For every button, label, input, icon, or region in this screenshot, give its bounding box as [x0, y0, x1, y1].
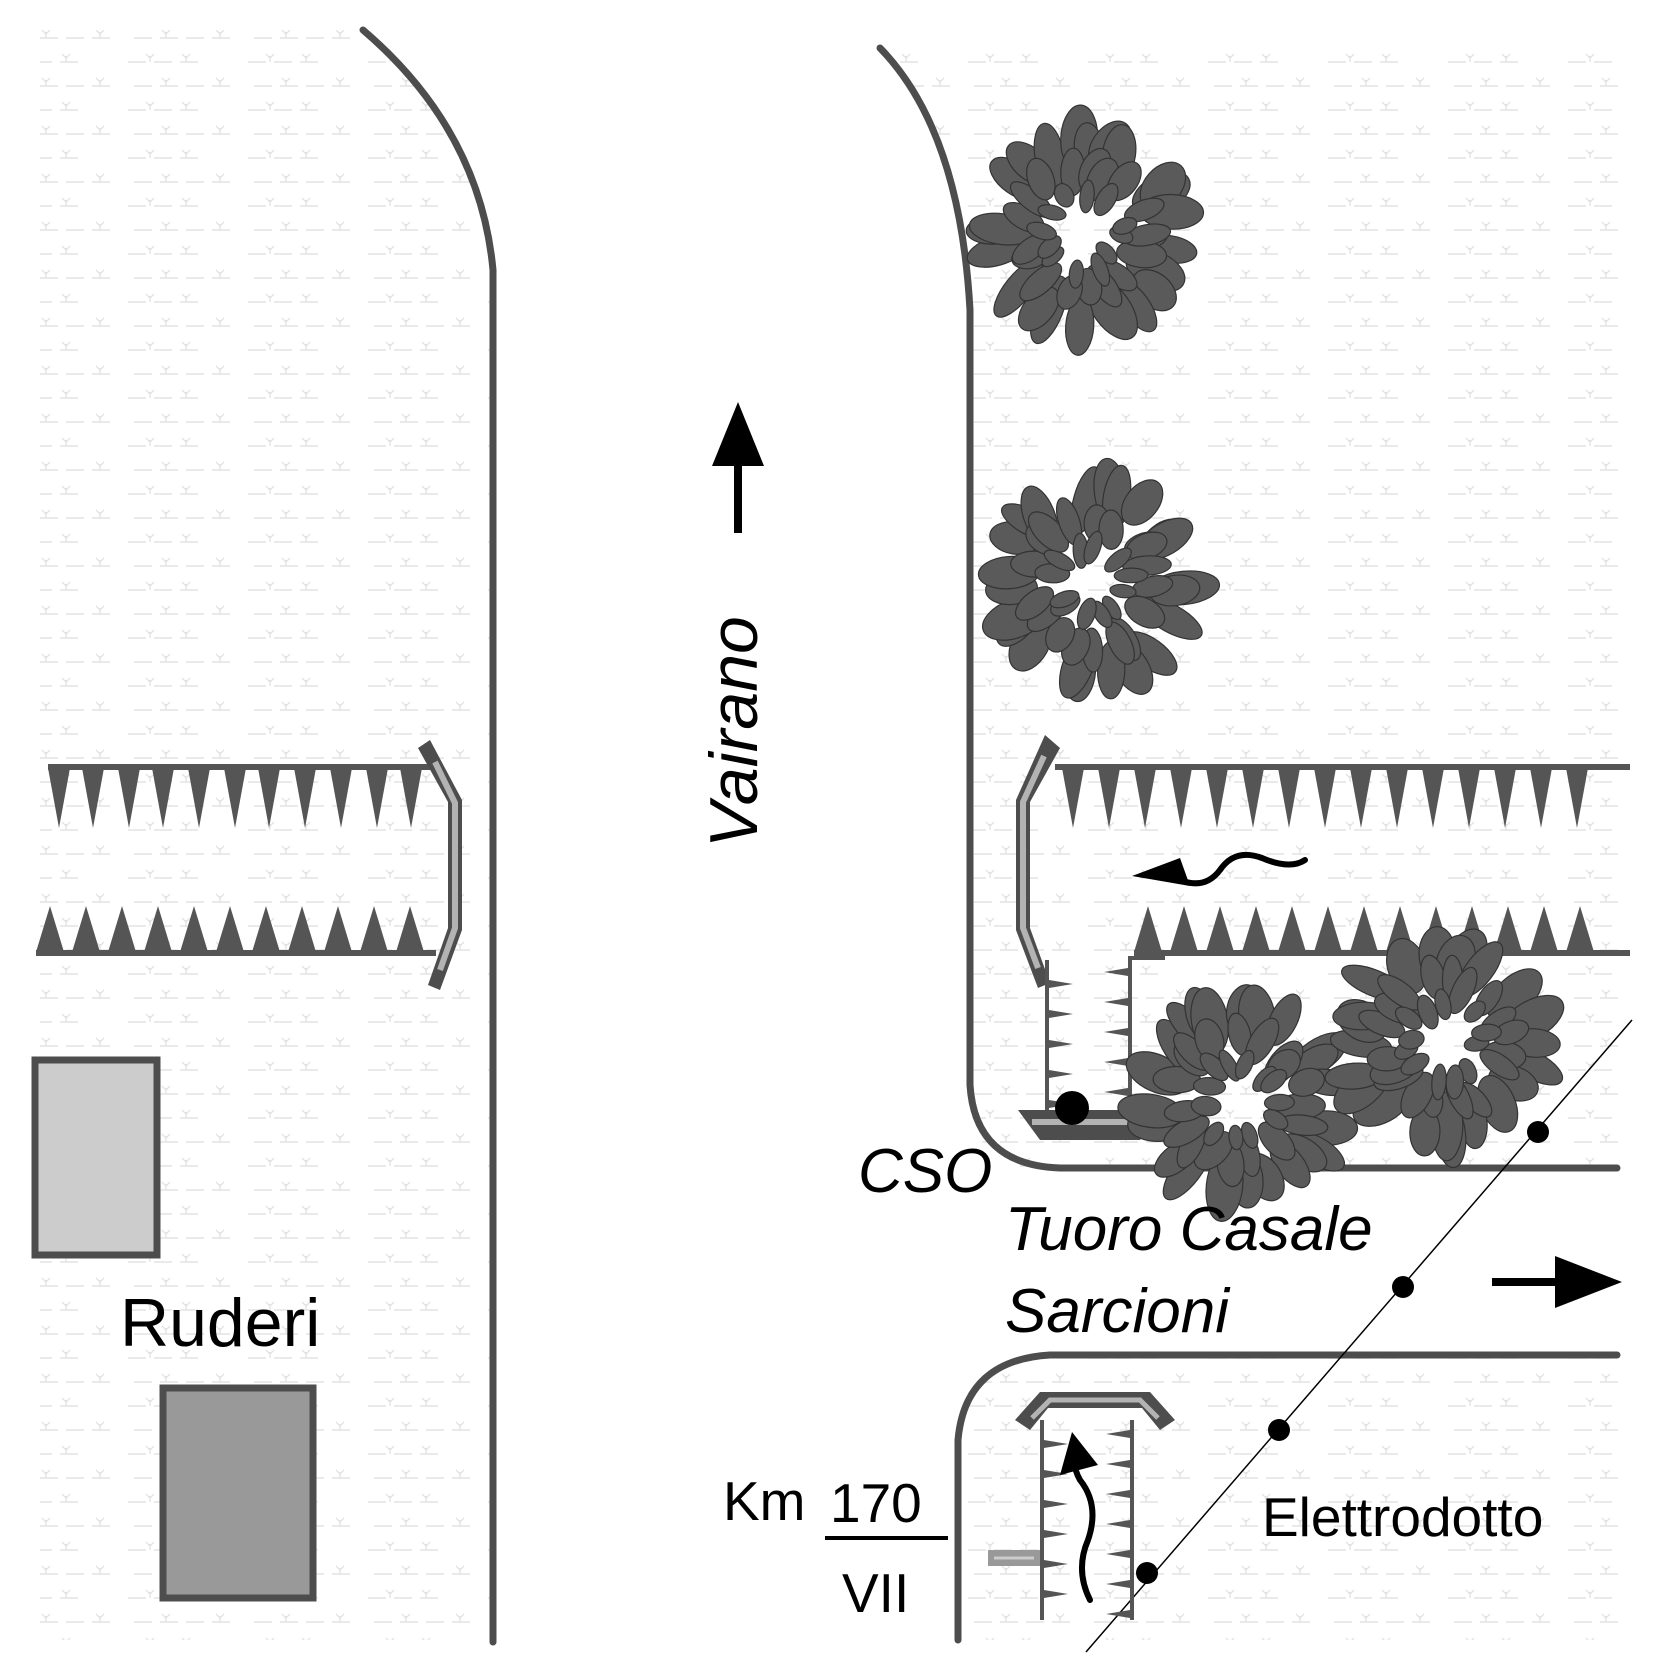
- pylon-dot-icon: [1527, 1121, 1549, 1143]
- wavy-arrow-icon: [1132, 852, 1308, 887]
- field-northeast: [880, 45, 1620, 1170]
- tree-canopy-icon: [965, 104, 1205, 356]
- cso-point-icon: [1055, 1091, 1089, 1125]
- embankment-west-south: [36, 906, 436, 956]
- pylon-dot-icon: [1136, 1562, 1158, 1584]
- tree-canopy-icon: [1324, 926, 1565, 1169]
- km-roman: VII: [842, 1562, 909, 1624]
- embankment-west-north: [48, 764, 433, 828]
- powerline-label: Elettrodotto: [1262, 1486, 1543, 1548]
- flow-arrow-south-icon: [1060, 1432, 1098, 1603]
- headwall-east: [1016, 735, 1060, 988]
- crossroad-label-line2: Sarcioni: [1005, 1277, 1231, 1346]
- trees: [965, 104, 1565, 1222]
- road-name-label: Vairano: [696, 616, 772, 848]
- cso-label: CSO: [858, 1137, 992, 1206]
- ruin-building-1: [31, 1056, 161, 1259]
- field-southeast: [960, 1355, 1620, 1640]
- road-edge-east-north: [876, 44, 1621, 1172]
- powerline: [1085, 1019, 1633, 1653]
- side-ditch-east: [1045, 956, 1165, 1110]
- ruin-building-2: [159, 1384, 317, 1602]
- ruins-label: Ruderi: [120, 1285, 320, 1361]
- tree-canopy-icon: [977, 457, 1221, 703]
- headwall-south: [1015, 1392, 1175, 1430]
- culvert-south: [1040, 1420, 1134, 1620]
- pylon-dot-icon: [1268, 1419, 1290, 1441]
- embankment-east-north: [1055, 764, 1630, 828]
- road-edge-east-south: [954, 1351, 1621, 1644]
- headwall-west: [418, 740, 462, 990]
- pylon-dot-icon: [1392, 1276, 1414, 1298]
- ruins: Ruderi: [31, 1056, 320, 1602]
- road-edges: [359, 26, 1621, 1646]
- crossroad-label-line1: Tuoro Casale: [1005, 1195, 1373, 1264]
- arrow-right-icon: [1492, 1256, 1622, 1308]
- km-marker: Km 170 VII: [723, 1470, 1040, 1624]
- km-prefix: Km: [723, 1470, 806, 1532]
- km-number: 170: [830, 1472, 922, 1534]
- arrow-up-icon: [712, 402, 764, 533]
- road-edge-west: [359, 26, 497, 1646]
